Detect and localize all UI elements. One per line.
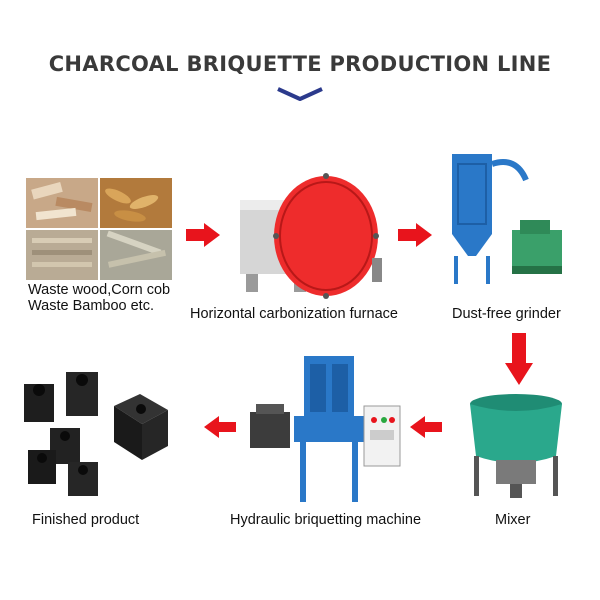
arrow-right-icon <box>398 223 432 247</box>
finished-product-image <box>18 366 178 502</box>
carbonization-furnace-image <box>236 158 386 300</box>
hydraulic-briquetting-machine-image <box>244 352 406 508</box>
step-label-grinder: Dust-free grinder <box>452 306 561 322</box>
step-label-finished-product: Finished product <box>32 512 140 528</box>
step-label-raw-materials-line2: Waste Bamboo etc. <box>28 298 154 314</box>
page-title: CHARCOAL BRIQUETTE PRODUCTION LINE <box>48 52 552 76</box>
step-label-raw-materials-line1: Waste wood,Corn cob <box>28 282 171 298</box>
step-label-mixer: Mixer <box>495 512 531 528</box>
dust-free-grinder-image <box>446 150 570 290</box>
mixer-image <box>466 390 566 502</box>
arrow-right-icon <box>186 223 220 247</box>
step-label-briquetting: Hydraulic briquetting machine <box>230 512 422 528</box>
chevron-down-icon <box>277 87 323 101</box>
step-label-furnace: Horizontal carbonization furnace <box>190 306 398 322</box>
arrow-down-icon <box>505 333 533 385</box>
arrow-left-icon <box>410 416 442 438</box>
raw-materials-image <box>26 178 172 280</box>
arrow-left-icon <box>204 416 236 438</box>
